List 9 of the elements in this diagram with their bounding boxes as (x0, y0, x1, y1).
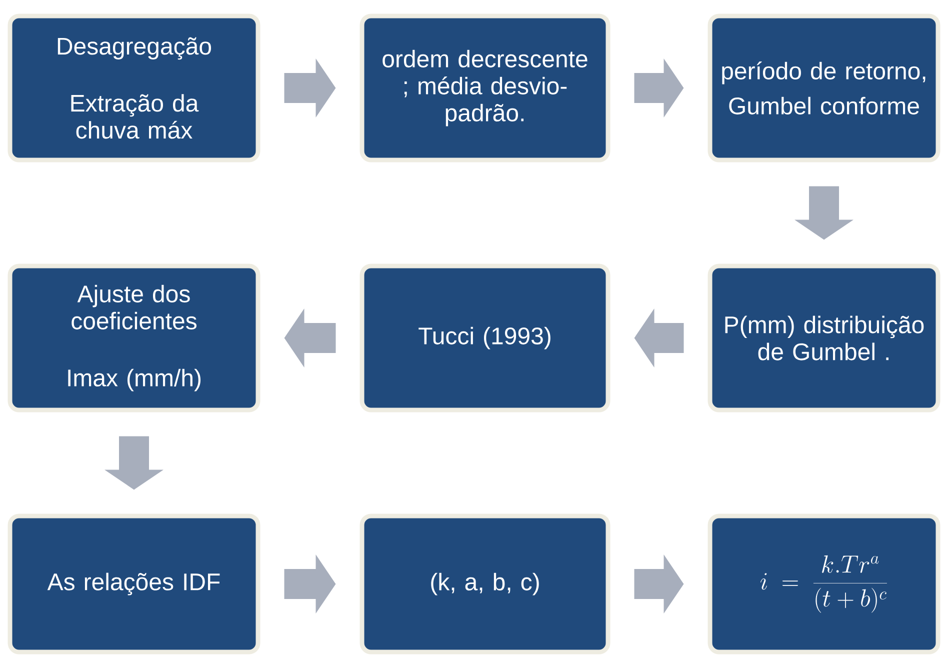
process-box: Desagregação Extração da chuva máx (8, 14, 260, 162)
process-box: $i=\frac{k.Tr^{a}}{(t+b)^{c}}$ (708, 514, 940, 654)
process-box: Ajuste dos coeficientes Imax (mm/h) (8, 264, 260, 412)
process-box: período de retorno, Gumbel conforme (708, 14, 940, 162)
process-box: As relações IDF (8, 514, 260, 654)
process-box: Tucci (1993) (360, 264, 610, 412)
process-box: (k, a, b, c) (360, 514, 610, 654)
process-box: ordem decrescente ; média desvio-padrão. (360, 14, 610, 162)
process-box: P(mm) distribuição de Gumbel . (708, 264, 940, 412)
